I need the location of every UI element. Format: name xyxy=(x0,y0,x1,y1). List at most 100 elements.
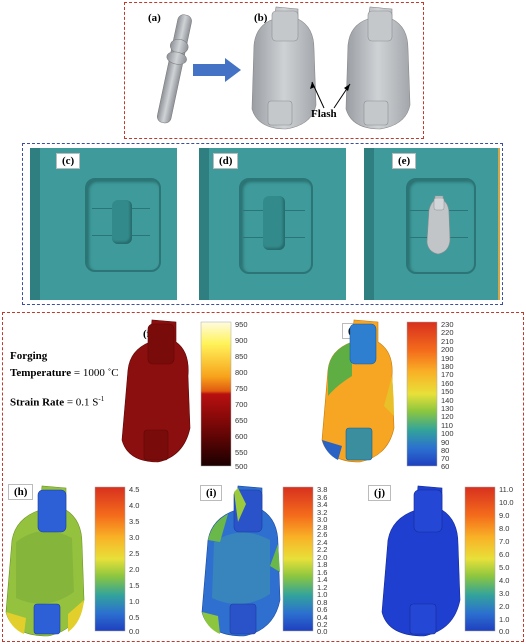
label-e: (e) xyxy=(392,153,417,169)
tick: 3.2 xyxy=(317,507,328,517)
tick: 1.0 xyxy=(129,597,140,606)
part-h-strain xyxy=(5,485,85,637)
die-e-forged-part xyxy=(426,195,451,255)
die-c-cavity xyxy=(85,178,161,272)
label-d: (d) xyxy=(213,153,239,169)
tick: 70 xyxy=(441,454,450,464)
billet-rod xyxy=(157,14,192,124)
tick: 1.6 xyxy=(317,567,328,577)
tick: 700 xyxy=(235,400,248,409)
conditions-line1: Forging xyxy=(10,350,48,362)
tick: 2.5 xyxy=(129,549,140,558)
tick: 1.5 xyxy=(129,581,140,590)
part-i-strain xyxy=(201,485,281,637)
tick: 800 xyxy=(235,368,248,377)
colorbar-j xyxy=(464,486,496,632)
tick: 3.8 xyxy=(317,485,328,494)
tick: 230 xyxy=(441,320,454,329)
tick: 500 xyxy=(235,462,248,471)
part-j-damage xyxy=(381,485,461,637)
tick: 130 xyxy=(441,404,454,413)
middle-frame xyxy=(22,143,503,305)
tick: 0.0 xyxy=(499,627,510,636)
part-f-temperature xyxy=(121,319,191,463)
tick: 1.2 xyxy=(317,582,328,592)
colorbar-f xyxy=(200,321,232,467)
conditions-strain-value: = 0.1 S xyxy=(66,396,99,409)
tick: 0.6 xyxy=(317,605,328,614)
tick: 1.4 xyxy=(317,575,328,584)
tick: 600 xyxy=(235,432,248,441)
label-b: (b) xyxy=(254,12,268,24)
top-frame xyxy=(124,2,424,139)
tick: 190 xyxy=(441,353,454,363)
die-d-side xyxy=(199,148,209,300)
tick: 10.0 xyxy=(499,498,514,507)
tick: 2.0 xyxy=(129,565,140,574)
label-i: (i) xyxy=(200,485,223,501)
label-j: (j) xyxy=(368,485,391,501)
tick: 170 xyxy=(441,370,454,380)
forged-part-left xyxy=(251,6,317,130)
tick: 160 xyxy=(441,378,454,388)
tick: 4.0 xyxy=(129,501,140,510)
tick: 750 xyxy=(235,384,248,393)
forged-part-right xyxy=(345,6,411,130)
tick: 4.0 xyxy=(499,576,510,585)
tick: 3.0 xyxy=(499,589,510,598)
tick: 2.0 xyxy=(317,552,328,562)
tick: 0.0 xyxy=(317,627,328,636)
process-arrow xyxy=(193,58,241,82)
tick: 3.4 xyxy=(317,500,328,509)
tick: 220 xyxy=(441,328,454,338)
conditions-strain-label: Strain Rate xyxy=(10,396,65,409)
tick: 0.4 xyxy=(317,612,328,622)
die-e-cavity xyxy=(406,178,476,274)
die-d-impression xyxy=(263,196,285,250)
tick: 4.5 xyxy=(129,485,140,494)
tick: 0.2 xyxy=(317,620,328,629)
tick: 6.0 xyxy=(499,550,510,559)
label-a: (a) xyxy=(148,12,161,24)
die-c-side xyxy=(30,148,40,300)
tick: 3.0 xyxy=(129,533,140,542)
tick: 0.5 xyxy=(129,613,140,622)
flash-label: Flash xyxy=(311,108,337,120)
colorbar-h xyxy=(94,486,126,632)
tick: 90 xyxy=(441,437,450,447)
tick: 1.0 xyxy=(499,615,510,624)
label-c: (c) xyxy=(56,153,81,169)
tick: 550 xyxy=(235,448,248,457)
tick: 80 xyxy=(441,446,450,455)
tick: 950 xyxy=(235,320,248,329)
tick: 8.0 xyxy=(499,524,510,533)
tick: 210 xyxy=(441,336,454,346)
tick: 5.0 xyxy=(499,563,510,572)
label-h: (h) xyxy=(8,484,34,500)
tick: 3.0 xyxy=(317,515,328,524)
tick: 140 xyxy=(441,395,454,405)
colorbar-i xyxy=(282,486,314,632)
tick: 900 xyxy=(235,336,248,345)
die-c-impression xyxy=(112,200,132,244)
tick: 180 xyxy=(441,362,454,371)
part-g-stress xyxy=(321,319,395,463)
tick: 2.0 xyxy=(499,602,510,611)
tick: 2.4 xyxy=(317,537,328,547)
die-d xyxy=(199,148,346,300)
bottom-frame xyxy=(2,312,524,642)
flash-pointers xyxy=(310,81,351,109)
tick: 2.2 xyxy=(317,545,328,554)
tick: 3.5 xyxy=(129,517,140,526)
tick: 7.0 xyxy=(499,537,510,546)
conditions-temp-label: Temperature xyxy=(10,367,72,379)
tick: 120 xyxy=(441,412,454,422)
conditions-strain-sup: -1 xyxy=(98,395,105,403)
tick: 110 xyxy=(441,420,453,430)
tick: 0.0 xyxy=(129,627,140,636)
tick: 1.8 xyxy=(317,560,328,569)
tick: 650 xyxy=(235,416,248,425)
conditions-temp-value: = 1000 ˚C xyxy=(73,367,119,379)
tick: 850 xyxy=(235,352,248,361)
tick: 0.8 xyxy=(317,597,328,607)
